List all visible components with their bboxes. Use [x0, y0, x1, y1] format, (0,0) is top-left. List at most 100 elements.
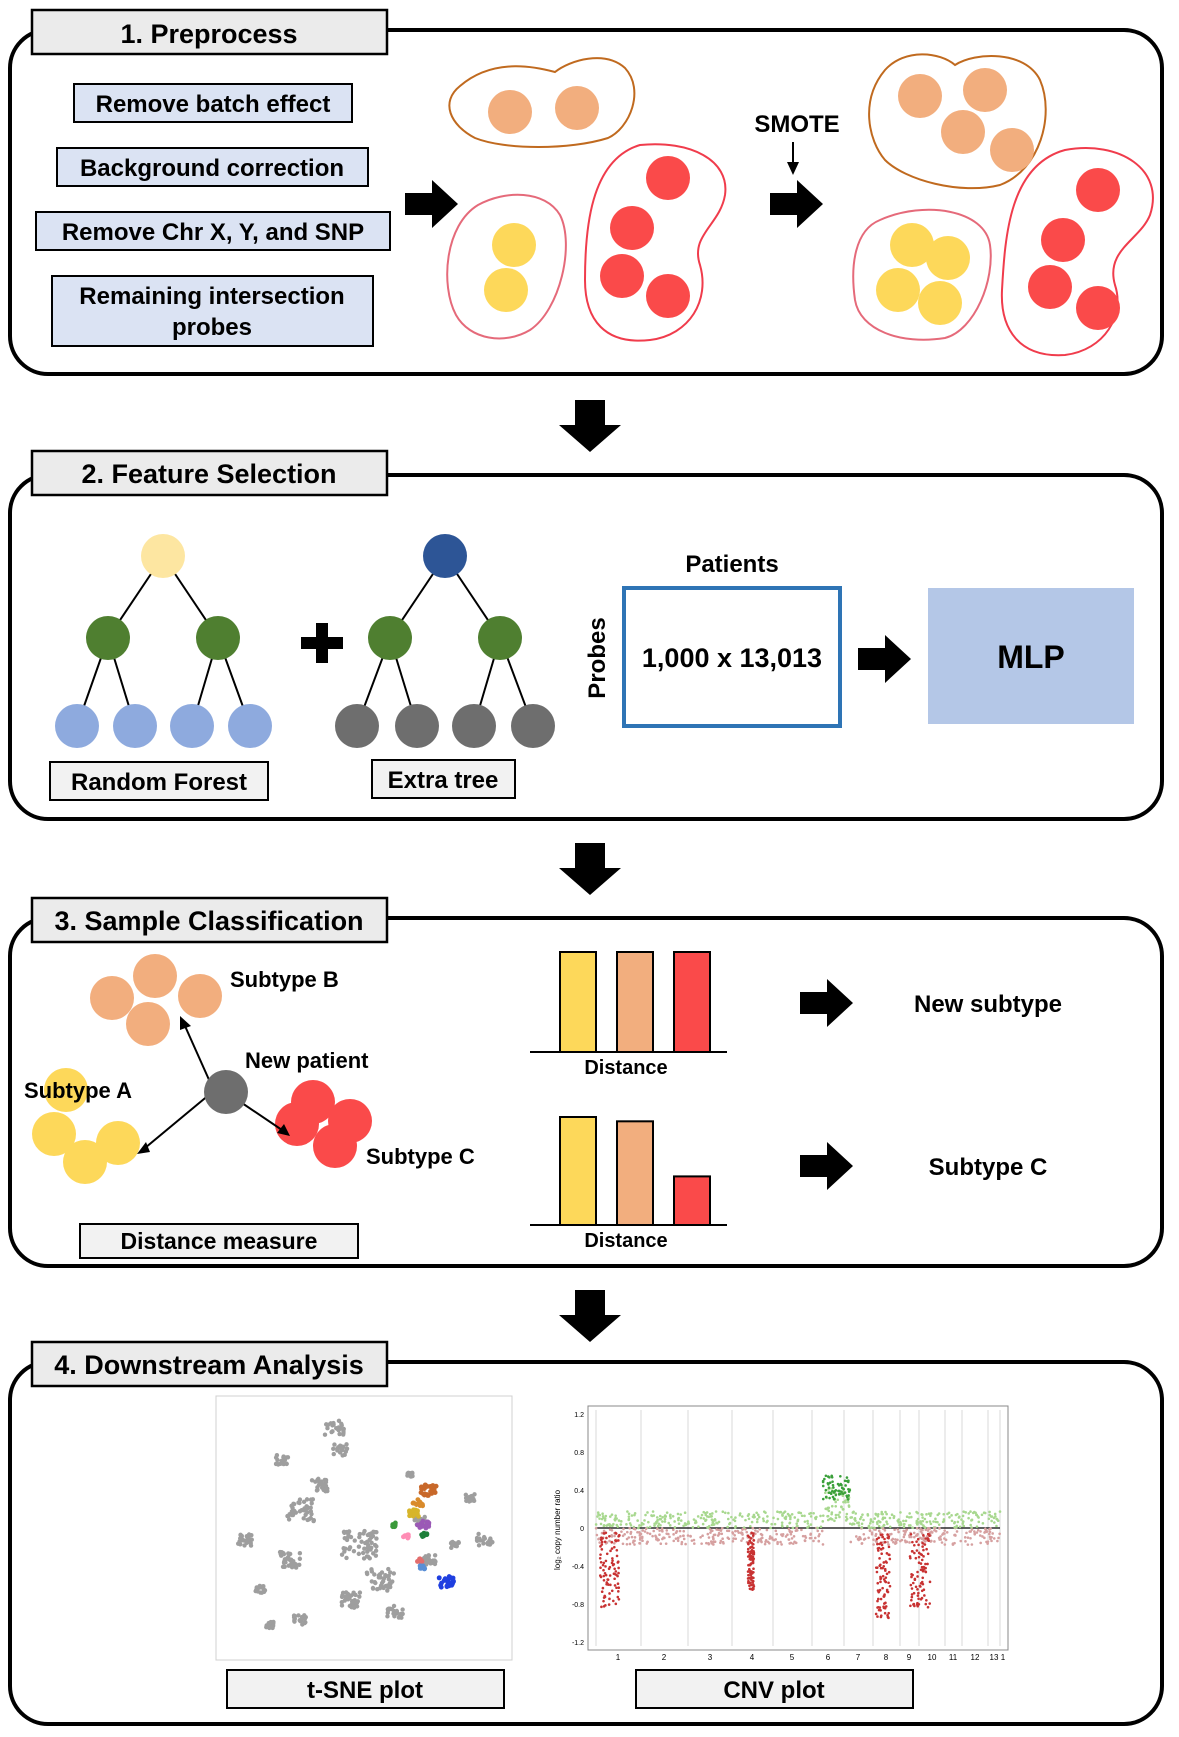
cnv-point — [762, 1519, 766, 1523]
sample-yellow — [890, 223, 934, 267]
cnv-point — [830, 1504, 834, 1508]
cnv-point — [602, 1574, 606, 1578]
cnv-point — [990, 1519, 993, 1523]
arrow-head-icon — [180, 1016, 191, 1030]
tsne-point — [323, 1422, 329, 1427]
tsne-point — [277, 1549, 283, 1555]
cnv-point — [644, 1513, 647, 1517]
cnv-point — [885, 1512, 888, 1516]
cnv-point — [886, 1533, 889, 1536]
cnv-point — [605, 1524, 609, 1527]
cnv-point — [752, 1539, 756, 1542]
tsne-point — [417, 1503, 423, 1508]
cnv-y-tick-label: -1.2 — [572, 1640, 584, 1647]
cnv-point — [750, 1541, 754, 1545]
cnv-y-tick-label: -0.8 — [572, 1602, 584, 1609]
cnv-point — [917, 1555, 921, 1559]
cnv-point — [849, 1540, 853, 1544]
cnv-point — [602, 1529, 606, 1533]
cnv-point — [658, 1529, 661, 1532]
cnv-point — [925, 1598, 928, 1602]
cnv-x-tick-label: 4 — [750, 1653, 755, 1662]
cnv-point — [604, 1604, 607, 1607]
cnv-point — [728, 1522, 731, 1526]
cnv-point — [923, 1517, 927, 1521]
cnv-point — [983, 1536, 986, 1540]
cnv-point — [659, 1542, 663, 1546]
cnv-point — [776, 1510, 779, 1514]
cnv-point — [839, 1474, 842, 1478]
subtype-c-label: Subtype C — [366, 1144, 475, 1169]
distance-bars-top — [559, 951, 711, 1053]
distance-bar — [673, 1175, 711, 1227]
cnv-point — [747, 1567, 751, 1571]
cnv-point — [751, 1561, 755, 1564]
cnv-point — [965, 1531, 968, 1535]
tsne-point — [405, 1534, 410, 1540]
cnv-point — [956, 1512, 959, 1516]
cnv-label-box — [635, 1669, 914, 1709]
tsne-point — [401, 1534, 406, 1540]
cnv-point — [746, 1550, 750, 1554]
cnv-point — [616, 1525, 620, 1528]
cnv-y-tick-label: -0.4 — [572, 1564, 584, 1571]
cnv-point — [993, 1512, 997, 1516]
cnv-point — [920, 1580, 924, 1584]
cnv-point — [911, 1581, 915, 1585]
cnv-point — [627, 1515, 631, 1518]
cnv-point — [697, 1525, 700, 1529]
cnv-point — [750, 1551, 754, 1554]
cnv-point — [921, 1582, 925, 1586]
cnv-point — [659, 1517, 663, 1521]
cnv-point — [755, 1511, 758, 1515]
cnv-point — [909, 1604, 912, 1608]
cnv-point — [769, 1526, 772, 1530]
cnv-point — [905, 1515, 909, 1519]
step-batch-effect — [73, 83, 353, 123]
cnv-point — [807, 1525, 811, 1528]
cnv-point — [800, 1528, 803, 1532]
tsne-point — [442, 1576, 448, 1582]
cnv-point — [887, 1570, 891, 1574]
cnv-point — [943, 1529, 946, 1532]
tsne-point — [301, 1516, 306, 1521]
cnv-point — [775, 1532, 778, 1536]
tsne-points — [236, 1418, 495, 1631]
cnv-point — [625, 1523, 628, 1526]
sample-yellow — [876, 268, 920, 312]
cnv-y-ticks: 1.20.80.40-0.4-0.8-1.2 — [572, 1412, 584, 1647]
cnv-point — [663, 1520, 667, 1523]
cnv-point — [990, 1539, 993, 1543]
cnv-point — [915, 1526, 919, 1530]
cnv-point — [973, 1530, 976, 1533]
cnv-point — [691, 1526, 695, 1529]
cnv-point — [680, 1542, 683, 1546]
cnv-point — [925, 1547, 928, 1551]
cnv-point — [880, 1512, 883, 1516]
cnv-point — [602, 1561, 606, 1565]
tsne-point — [276, 1462, 281, 1467]
cnv-point — [726, 1517, 730, 1521]
cnv-point — [658, 1533, 661, 1537]
cnv-point — [953, 1533, 957, 1537]
cnv-y-tick-label: 0 — [580, 1526, 584, 1533]
cnv-point — [608, 1574, 612, 1577]
cnv-point — [875, 1537, 879, 1541]
cnv-point — [730, 1515, 733, 1519]
tsne-point — [351, 1605, 357, 1610]
cnv-point — [979, 1530, 982, 1533]
cnv-point — [721, 1537, 724, 1541]
random-forest-box — [49, 761, 269, 801]
cnv-point — [707, 1515, 711, 1519]
tsne-point — [418, 1558, 424, 1563]
cnv-point — [740, 1539, 743, 1542]
cnv-point — [601, 1537, 604, 1540]
cnv-point — [655, 1520, 658, 1524]
cnv-point — [795, 1529, 799, 1532]
cnv-point — [600, 1590, 604, 1594]
cnv-point — [682, 1537, 686, 1541]
cnv-point — [701, 1534, 704, 1537]
cnv-point — [787, 1514, 791, 1517]
cnv-point — [611, 1559, 614, 1562]
